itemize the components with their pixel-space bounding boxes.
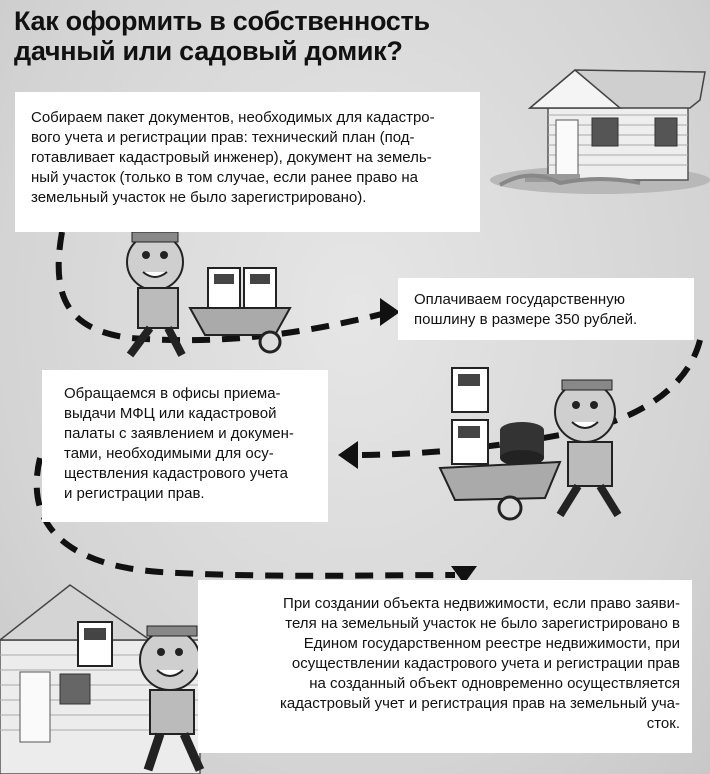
step-3-line: тами, необходимыми для осу-: [64, 445, 274, 462]
step-4-line: сток.: [646, 715, 680, 732]
step-1-line: ный участок (только в том случае, если р…: [31, 169, 419, 186]
worker-wheelbarrow-money-illustration: [438, 367, 622, 521]
step-1-line: земельный участок не было зарегистрирова…: [31, 189, 367, 206]
step-4-line: кадастровый учет и регистрация прав на з…: [279, 695, 680, 712]
step-3-line: палаты с заявлением и докумен-: [64, 425, 294, 442]
house-top-illustration: [490, 69, 710, 194]
step-4-line: Едином государственном реестре недвижимо…: [303, 635, 680, 652]
arrow-right-icon: [380, 298, 400, 326]
step-3-line: и регистрации прав.: [64, 485, 205, 502]
step-2-line: пошлину в размере 350 рублей.: [414, 311, 638, 328]
step-2-line: Оплачиваем государственную: [414, 291, 625, 308]
step-1-line: Собираем пакет документов, необходимых д…: [31, 109, 435, 126]
arrow-down-icon: [451, 566, 477, 584]
page-title-line-2: дачный или садовый домик?: [14, 36, 403, 66]
step-3-line: Обращаемся в офисы приема-: [64, 385, 281, 402]
step-4-line: осуществлении кадастрового учета и регис…: [291, 655, 680, 672]
page-title: Как оформить в собственность дачный или …: [14, 6, 534, 66]
arrow-left-icon: [338, 441, 358, 469]
step-1-box: Собираем пакет документов, необходимых д…: [15, 92, 480, 232]
step-3-box: Обращаемся в офисы приема- выдачи МФЦ ил…: [42, 370, 328, 522]
step-4-line: теля на земельный участок не было зареги…: [285, 615, 680, 632]
worker-wheelbarrow-documents-illustration: [126, 231, 292, 358]
step-4-line: на созданный объект одновременно осущест…: [309, 675, 680, 692]
step-4-box: При создании объекта недвижимости, если …: [198, 580, 692, 753]
step-2-box: Оплачиваем государственную пошлину в раз…: [398, 278, 694, 340]
step-1-line: готавливает кадастровый инженер), докуме…: [31, 149, 432, 166]
worker-document-illustration: [77, 621, 205, 772]
page-title-line-1: Как оформить в собственность: [14, 6, 430, 36]
step-3-line: ществления кадастрового учета: [64, 465, 288, 482]
step-1-line: вого учета и регистрации прав: техническ…: [31, 129, 415, 146]
step-4-line: При создании объекта недвижимости, если …: [283, 595, 680, 612]
step-3-line: выдачи МФЦ или кадастровой: [64, 405, 277, 422]
